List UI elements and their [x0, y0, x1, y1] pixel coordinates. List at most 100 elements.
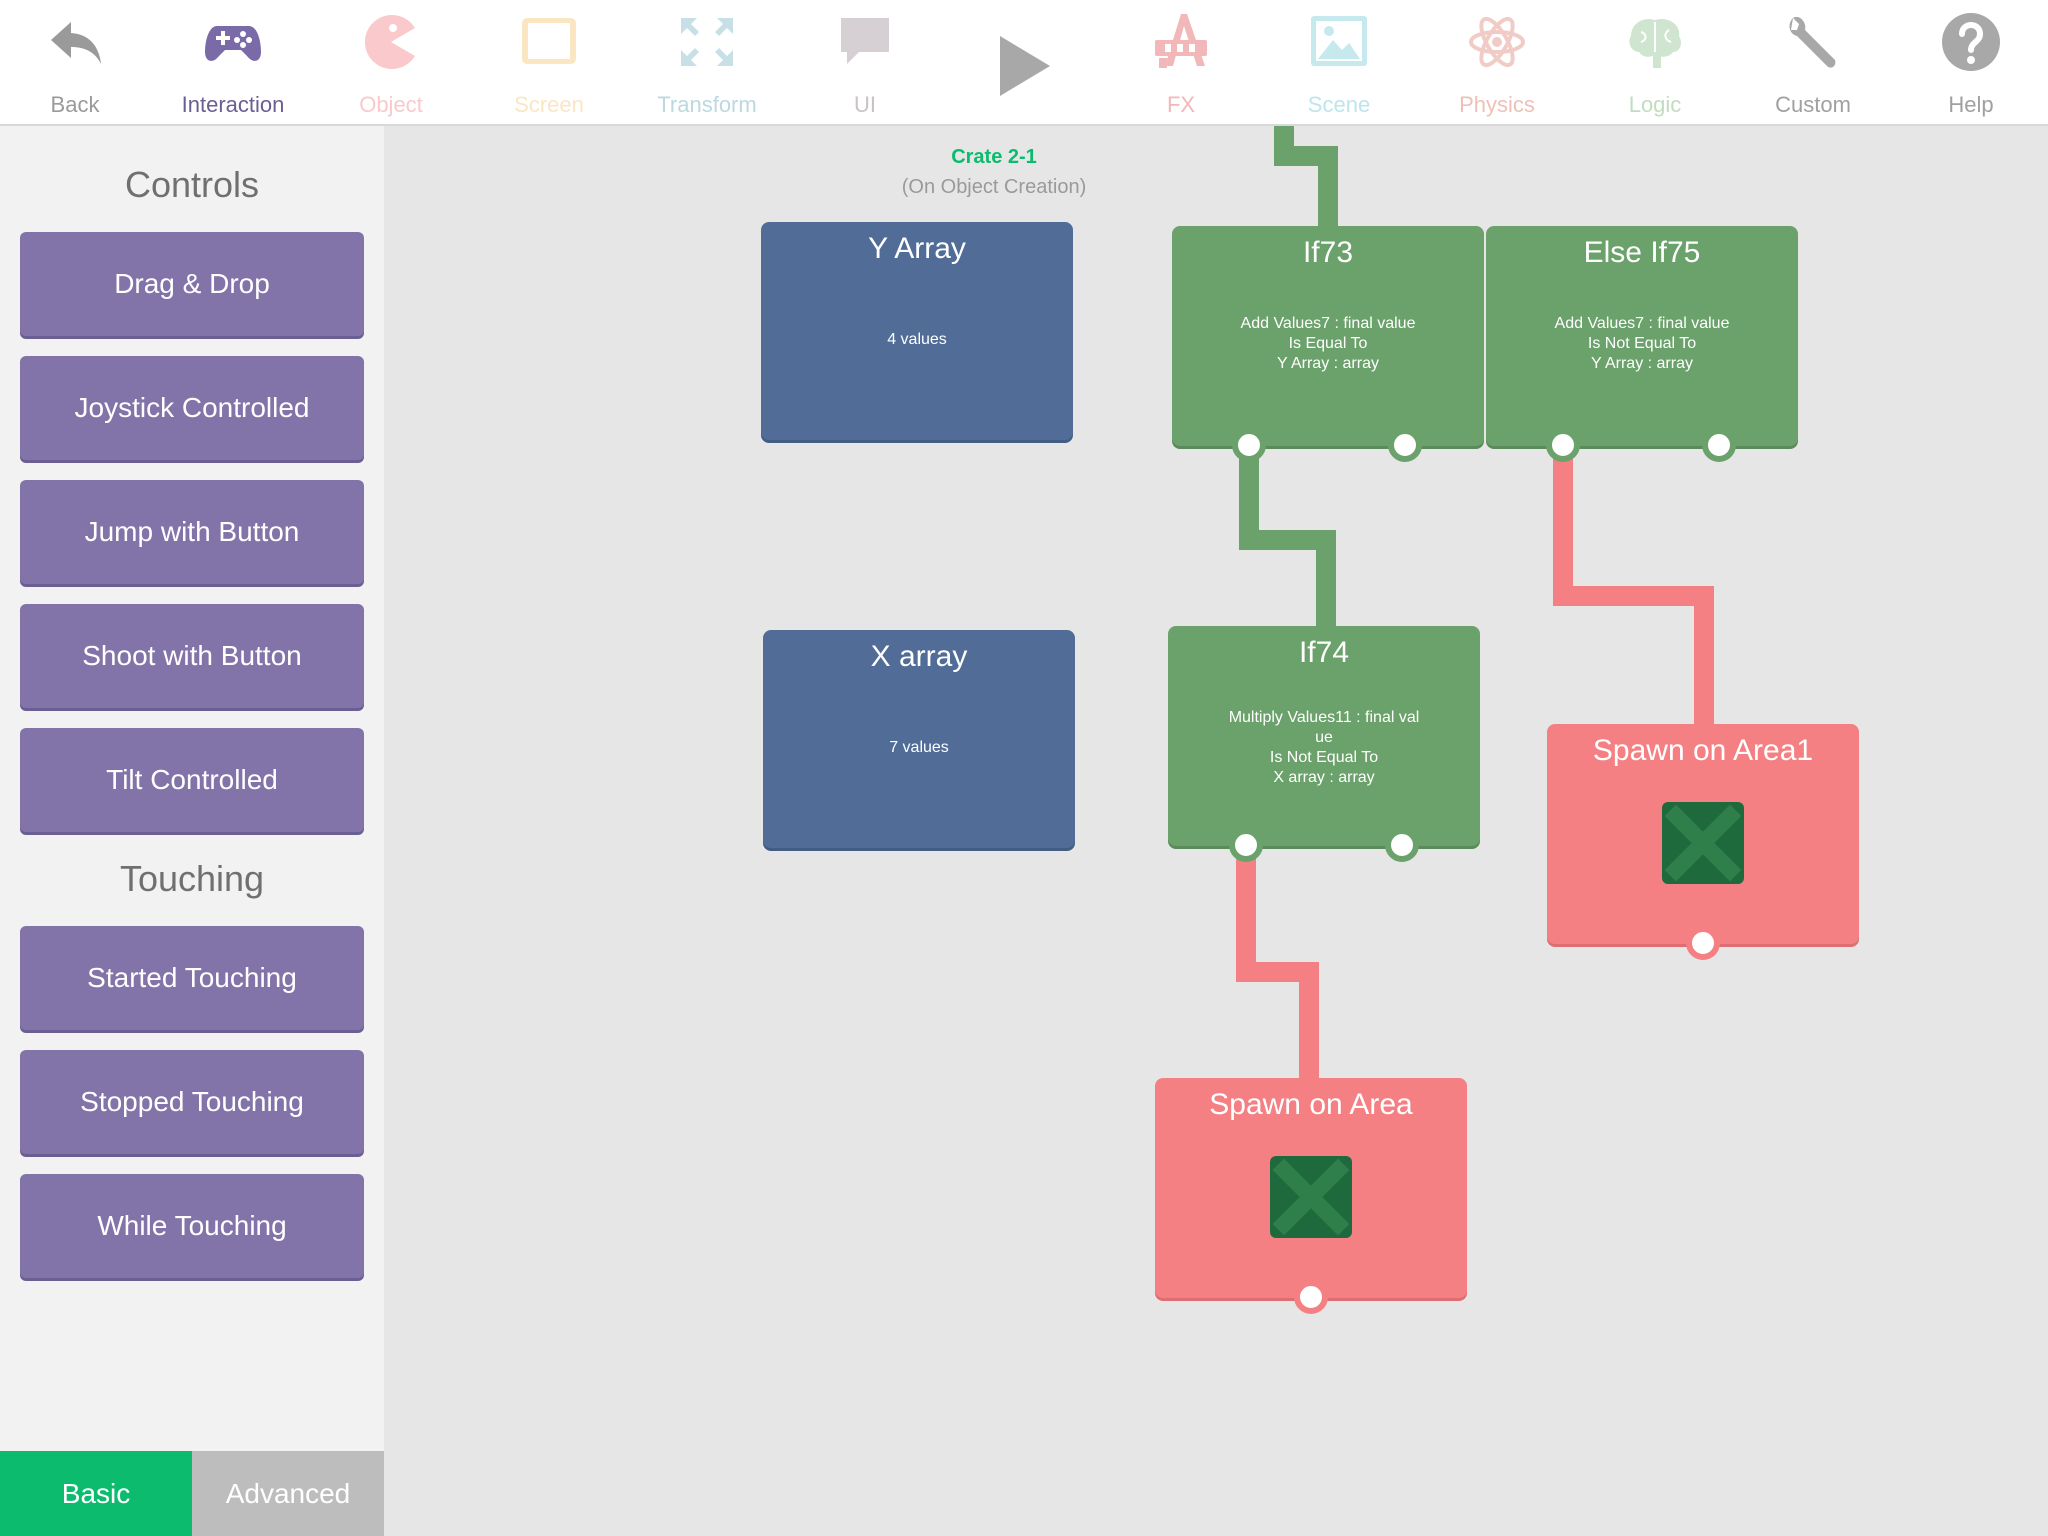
speech-bubble-icon — [835, 10, 895, 74]
behavior-jump-with-button-button[interactable]: Jump with Button — [20, 480, 364, 584]
help-icon — [1941, 10, 2001, 74]
node-x-array-line: 7 values — [889, 739, 949, 756]
toolbar-physics-label: Physics — [1459, 92, 1535, 117]
if73-false-port[interactable] — [1388, 428, 1422, 462]
condition-line: Is Not Equal To — [1587, 335, 1697, 352]
toolbar-help[interactable]: Help — [1892, 0, 2048, 126]
gamepad-icon — [203, 10, 263, 74]
behavior-shoot-with-button-button[interactable]: Shoot with Button — [20, 604, 364, 708]
toolbar-transform-label: Transform — [657, 92, 757, 117]
node-else-if75-title: Else If75 — [1583, 236, 1701, 269]
pacman-icon — [361, 10, 421, 74]
behavior-sidebar: Controls Drag & Drop Joystick Controlled… — [0, 126, 384, 1536]
condition-line: Add Values7 : final value — [1240, 315, 1416, 332]
toolbar-custom[interactable]: Custom — [1734, 0, 1892, 126]
behavior-while-touching-button[interactable]: While Touching — [20, 1174, 364, 1278]
spawn-on-area-output-port[interactable] — [1294, 1280, 1328, 1314]
toolbar-physics[interactable]: Physics — [1418, 0, 1576, 126]
toolbar-custom-label: Custom — [1775, 92, 1851, 117]
basic-mode-tab[interactable]: Basic — [0, 1451, 192, 1536]
node-if74[interactable]: If74 Multiply Values11 : final val ue Is… — [1168, 626, 1480, 846]
toolbar-fx-label: FX — [1166, 92, 1196, 117]
toolbar-fx[interactable]: FX — [1102, 0, 1260, 126]
behavior-tilt-controlled-button[interactable]: Tilt Controlled — [20, 728, 364, 832]
behavior-drag-drop-button[interactable]: Drag & Drop — [20, 232, 364, 336]
node-if73-title: If73 — [1302, 236, 1354, 269]
toolbar-help-label: Help — [1948, 92, 1994, 117]
back-arrow-icon — [45, 10, 105, 74]
node-spawn-on-area-title: Spawn on Area — [1209, 1088, 1413, 1121]
if74-false-port[interactable] — [1385, 828, 1419, 862]
node-x-array-title: X array — [870, 640, 968, 673]
node-spawn-on-area1-title: Spawn on Area1 — [1592, 734, 1814, 767]
play-icon[interactable] — [984, 30, 1064, 100]
condition-line: ue — [1315, 729, 1333, 746]
wire-if74-to-spawn — [1236, 846, 1319, 1080]
node-else-if75-condition: Add Values7 : final value Is Not Equal T… — [1500, 314, 1784, 374]
top-toolbar: Back Interaction Object Screen Tra — [0, 0, 2048, 126]
else-if75-false-port[interactable] — [1702, 428, 1736, 462]
section-title-touching: Touching — [119, 858, 265, 899]
object-title: Crate 2-1 — [951, 146, 1037, 168]
node-y-array[interactable]: Y Array 4 values — [761, 222, 1073, 440]
toolbar-ui[interactable]: UI — [786, 0, 944, 126]
condition-line: Add Values7 : final value — [1554, 315, 1730, 332]
wire-into-if73 — [1274, 126, 1338, 228]
wire-if73-to-if74 — [1239, 446, 1336, 626]
toolbar-back[interactable]: Back — [0, 0, 154, 126]
image-icon — [1309, 10, 1369, 74]
spawn-on-area1-output-port[interactable] — [1686, 926, 1720, 960]
condition-line: Is Not Equal To — [1269, 749, 1379, 766]
wrench-icon — [1783, 10, 1843, 74]
node-y-array-line: 4 values — [887, 331, 947, 348]
toolbar-ui-label: UI — [854, 92, 876, 117]
node-else-if75[interactable]: Else If75 Add Values7 : final value Is N… — [1486, 226, 1798, 446]
crate-x-icon[interactable] — [1270, 1156, 1352, 1238]
section-title-controls: Controls — [124, 164, 260, 205]
toolbar-transform[interactable]: Transform — [628, 0, 786, 126]
node-x-array-info: 7 values — [777, 738, 1061, 758]
toolbar-object[interactable]: Object — [312, 0, 470, 126]
atom-icon — [1467, 10, 1527, 74]
wire-elseif75-to-spawn1 — [1553, 446, 1714, 724]
toolbar-scene[interactable]: Scene — [1260, 0, 1418, 126]
object-event-subtitle: (On Object Creation) — [901, 176, 1087, 198]
logic-canvas[interactable]: Crate 2-1 (On Object Creation) Y Array 4… — [384, 126, 2048, 1536]
condition-line: X array : array — [1273, 769, 1375, 786]
node-if73-condition: Add Values7 : final value Is Equal To Y … — [1186, 314, 1470, 374]
node-spawn-on-area1[interactable]: Spawn on Area1 — [1547, 724, 1859, 944]
toolbar-interaction[interactable]: Interaction — [154, 0, 312, 126]
connection-wires — [1236, 126, 1714, 1080]
node-spawn-on-area[interactable]: Spawn on Area — [1155, 1078, 1467, 1298]
tablet-icon — [519, 10, 579, 74]
node-if74-title: If74 — [1298, 636, 1350, 669]
expand-arrows-icon — [677, 10, 737, 74]
if73-true-port[interactable] — [1232, 428, 1266, 462]
toolbar-scene-label: Scene — [1307, 92, 1371, 117]
brain-icon — [1625, 10, 1685, 74]
toolbar-logic-label: Logic — [1628, 92, 1682, 117]
node-x-array[interactable]: X array 7 values — [763, 630, 1075, 848]
node-y-array-info: 4 values — [775, 330, 1059, 350]
fx-icon — [1151, 10, 1211, 74]
toolbar-screen[interactable]: Screen — [470, 0, 628, 126]
node-if74-condition: Multiply Values11 : final val ue Is Not … — [1182, 708, 1466, 788]
condition-line: Is Equal To — [1288, 335, 1368, 352]
if74-true-port[interactable] — [1229, 828, 1263, 862]
advanced-mode-tab[interactable]: Advanced — [192, 1451, 384, 1536]
condition-line: Y Array : array — [1277, 355, 1379, 372]
toolbar-object-label: Object — [359, 92, 423, 117]
condition-line: Y Array : array — [1591, 355, 1693, 372]
behavior-joystick-controlled-button[interactable]: Joystick Controlled — [20, 356, 364, 460]
node-y-array-title: Y Array — [868, 232, 966, 265]
toolbar-back-label: Back — [50, 92, 100, 117]
condition-line: Multiply Values11 : final val — [1228, 709, 1420, 726]
crate-x-icon[interactable] — [1662, 802, 1744, 884]
toolbar-logic[interactable]: Logic — [1576, 0, 1734, 126]
toolbar-screen-label: Screen — [514, 92, 584, 117]
behavior-stopped-touching-button[interactable]: Stopped Touching — [20, 1050, 364, 1154]
toolbar-interaction-label: Interaction — [181, 92, 285, 117]
behavior-started-touching-button[interactable]: Started Touching — [20, 926, 364, 1030]
else-if75-true-port[interactable] — [1546, 428, 1580, 462]
node-if73[interactable]: If73 Add Values7 : final value Is Equal … — [1172, 226, 1484, 446]
